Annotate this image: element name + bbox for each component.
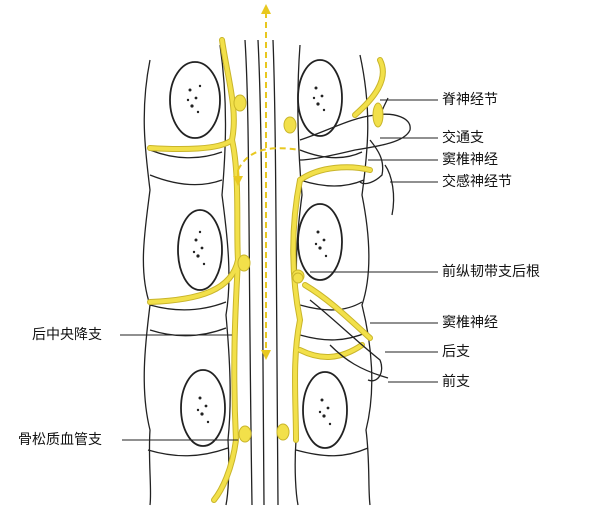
label-sinuvertebral-nerve-upper: 窦椎神经 [442, 152, 498, 168]
label-posterior-branch: 后支 [442, 344, 470, 360]
label-communicating-branch: 交通支 [442, 130, 484, 146]
label-posterior-central-descending: 后中央降支 [32, 327, 102, 343]
dashed-arrows [233, 4, 271, 360]
ganglion-nodes [292, 102, 384, 284]
label-sympathetic-ganglion: 交感神经节 [442, 174, 512, 190]
dashed-pathways [237, 12, 301, 355]
nerve-nodes [233, 94, 305, 443]
vertebral-bodies [169, 59, 348, 449]
label-anterior-branch: 前支 [442, 374, 470, 390]
label-sinuvertebral-nerve-lower: 窦椎神经 [442, 315, 498, 331]
leader-lines [120, 99, 438, 441]
label-cancellous-vessel-branch: 骨松质血管支 [18, 432, 102, 448]
cancellous-texture [186, 84, 332, 426]
ganglion-structures [299, 97, 411, 382]
nerve-fibers [148, 38, 385, 502]
label-plr-branch-dorsal-root: 前纵韧带支后根 [442, 264, 540, 280]
label-spinal-ganglion: 脊神经节 [442, 92, 498, 108]
